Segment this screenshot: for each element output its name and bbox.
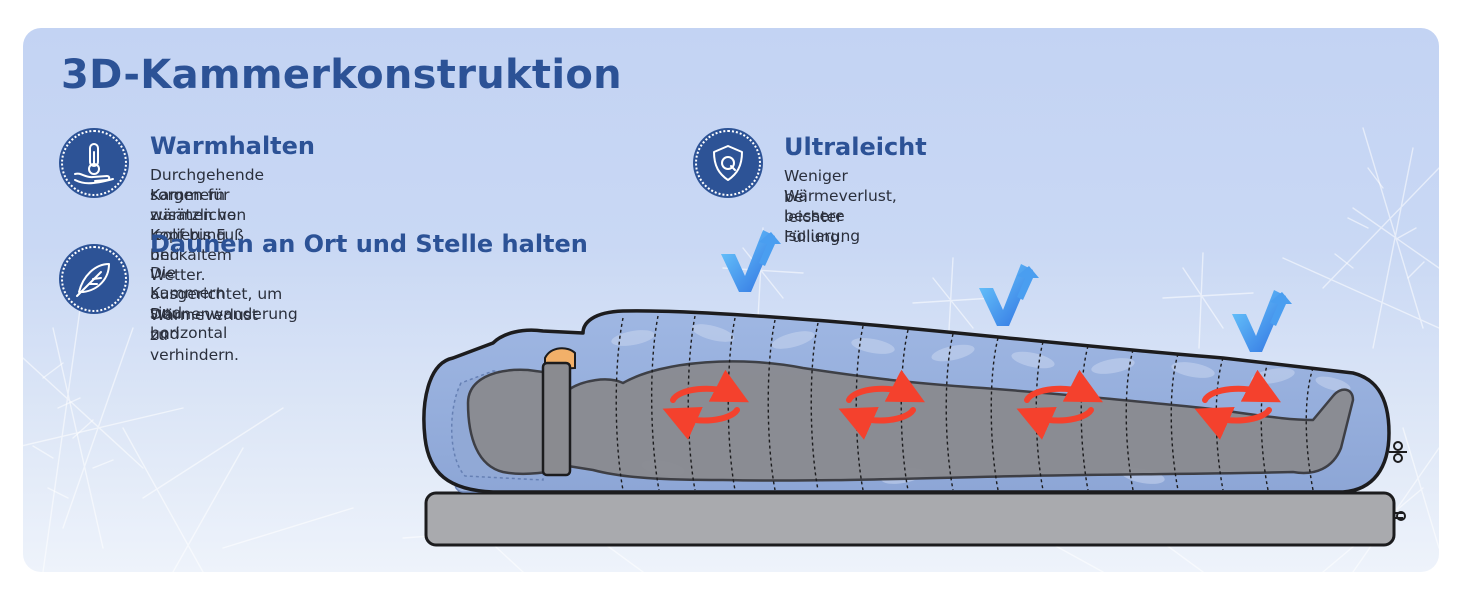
feature-text-line: bei leichter Füllung. (784, 188, 845, 246)
feature-title: Daunen an Ort und Stelle halten (150, 230, 588, 258)
feature-icon-badge (61, 246, 127, 312)
product-banner: 3D-Kammerkonstruktion Warmhalten Durchge… (23, 28, 1439, 572)
shield-q-icon (713, 145, 743, 181)
sleeping-mat (424, 491, 1396, 547)
thermometer-hand-icon (61, 130, 127, 196)
feature-text-line: Durchgehende Kammern wärmen von Kopf bis… (150, 166, 265, 264)
feature-icon-badge (695, 130, 761, 196)
feature-text-line: Die Kammern sind horizontal (150, 264, 228, 342)
feature-text-line: Weniger Wärmeverlust, bessere Isolierung (784, 167, 897, 245)
feature-text-line: ausgerichtet, um Daunenwanderung und (150, 285, 298, 343)
feather-icon (76, 263, 110, 297)
feature-title: Warmhalten (150, 132, 315, 160)
feature-text-line: sorgen für zusätzliche Isolierung bei ka… (150, 186, 237, 284)
circulation-arrows (662, 369, 1281, 440)
page-title: 3D-Kammerkonstruktion (61, 52, 622, 98)
feature-text-line: Wärmeverlust zu verhindern. (150, 306, 258, 364)
feature-title: Ultraleicht (784, 133, 927, 161)
lightweight-check-icons (721, 230, 1292, 352)
sleeping-bag-illustration (422, 230, 1407, 547)
